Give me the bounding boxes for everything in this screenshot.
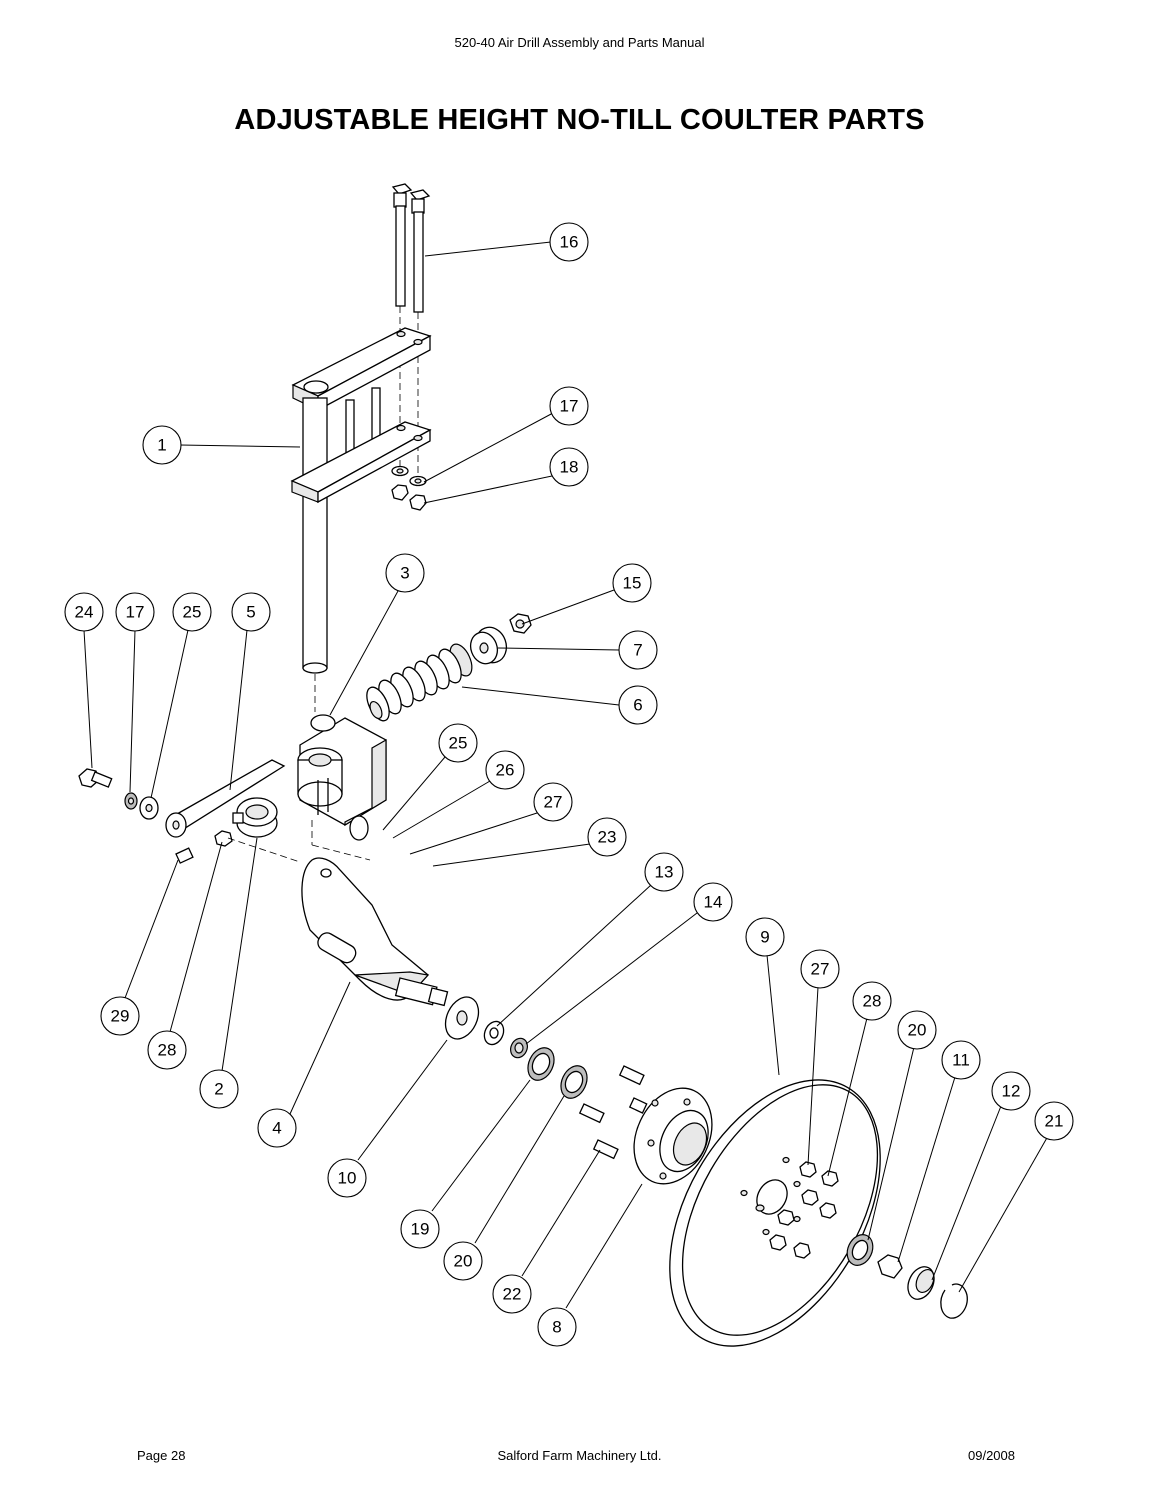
callout-17-top: 17: [549, 386, 589, 426]
callout-28-right: 28: [852, 981, 892, 1021]
left-pivot-hardware: [78, 759, 286, 838]
callout-15: 15: [612, 563, 652, 603]
callout-2-label: 2: [214, 1080, 223, 1099]
callout-2: 2: [199, 1069, 239, 1109]
callout-29-label: 29: [111, 1007, 130, 1026]
callout-8-label: 8: [552, 1318, 561, 1337]
part-8-hub-and-22-bolts: [578, 1065, 713, 1185]
callout-27-upper-label: 27: [544, 793, 563, 812]
callout-27-lower-label: 27: [811, 960, 830, 979]
part-7-spring-cap: [469, 626, 508, 665]
callout-7-label: 7: [633, 641, 642, 660]
callout-15-label: 15: [623, 574, 642, 593]
callout-1-label: 1: [157, 436, 166, 455]
callout-4: 4: [257, 1108, 297, 1148]
part-4-coulter-arm: [301, 857, 449, 1007]
callout-20-left-label: 20: [454, 1252, 473, 1271]
callout-23-label: 23: [598, 828, 617, 847]
footer-page-number: Page 28: [137, 1448, 186, 1463]
callout-9-label: 9: [760, 928, 769, 947]
callout-24-label: 24: [75, 603, 94, 622]
callout-17-left: 17: [115, 592, 155, 632]
callout-25-right-label: 25: [449, 734, 468, 753]
part-15-lock-nut: [509, 613, 532, 634]
manual-header: 520-40 Air Drill Assembly and Parts Manu…: [454, 35, 705, 50]
part-16-bolts: [391, 183, 431, 480]
callout-7: 7: [618, 630, 658, 670]
callout-20-right-label: 20: [908, 1021, 927, 1040]
leader-lines: [83, 241, 1049, 1309]
callout-6: 6: [618, 685, 658, 725]
callout-25-left: 25: [172, 592, 212, 632]
callout-10-label: 10: [338, 1169, 357, 1188]
part-6-coil-spring: [366, 643, 473, 722]
callout-18-label: 18: [560, 458, 579, 477]
callout-19: 19: [400, 1209, 440, 1249]
callout-13: 13: [644, 852, 684, 892]
callout-12: 12: [991, 1071, 1031, 1111]
callout-24: 24: [64, 592, 104, 632]
part-9-coulter-disc: [669, 1079, 881, 1347]
footer-company: Salford Farm Machinery Ltd.: [497, 1448, 662, 1463]
callout-29: 29: [100, 996, 140, 1036]
callout-1: 1: [142, 425, 182, 465]
callout-11: 11: [941, 1040, 981, 1080]
callout-13-label: 13: [655, 863, 674, 882]
parts-28-29-setscrew-nut: [175, 830, 301, 864]
callout-28-right-label: 28: [863, 992, 882, 1011]
callout-11-label: 11: [952, 1051, 970, 1070]
callout-26-label: 26: [496, 761, 515, 780]
callout-22: 22: [492, 1274, 532, 1314]
callout-25-left-label: 25: [183, 603, 202, 622]
callout-21-label: 21: [1045, 1112, 1064, 1131]
callout-27-upper: 27: [533, 782, 573, 822]
footer-date: 09/2008: [968, 1448, 1015, 1463]
parts-17-18-washers-nuts: [391, 465, 427, 511]
callout-28-left-label: 28: [158, 1041, 177, 1060]
callout-23: 23: [587, 817, 627, 857]
callout-26: 26: [485, 750, 525, 790]
callout-4-label: 4: [272, 1119, 281, 1138]
callout-21: 21: [1034, 1101, 1074, 1141]
page-title: ADJUSTABLE HEIGHT NO-TILL COULTER PARTS: [234, 104, 925, 136]
part-1-mount-bracket: [290, 327, 432, 712]
callout-5-label: 5: [246, 603, 255, 622]
callout-5: 5: [231, 592, 271, 632]
callout-3-label: 3: [400, 564, 409, 583]
callout-19-label: 19: [411, 1220, 430, 1239]
callout-17-left-label: 17: [126, 603, 145, 622]
parts-19-20-bearings: [527, 1047, 588, 1099]
callout-16-label: 16: [560, 233, 579, 252]
callout-3: 3: [385, 553, 425, 593]
callout-17-label: 17: [560, 397, 579, 416]
callout-16: 16: [549, 222, 589, 262]
callout-9: 9: [745, 917, 785, 957]
outer-hub-hardware: [846, 1234, 968, 1319]
parts-10-13-14-seals: [444, 996, 528, 1059]
callout-22-label: 22: [503, 1285, 522, 1304]
callout-18: 18: [549, 447, 589, 487]
callout-6-label: 6: [633, 696, 642, 715]
callout-25-right: 25: [438, 723, 478, 763]
part-3-pivot-clamp: [297, 714, 387, 861]
callout-8: 8: [537, 1307, 577, 1347]
callout-20-left: 20: [443, 1241, 483, 1281]
part-2-clamp-collar: [232, 797, 278, 838]
callout-10: 10: [327, 1158, 367, 1198]
callout-12-label: 12: [1002, 1082, 1021, 1101]
callout-14: 14: [693, 882, 733, 922]
callout-14-label: 14: [704, 893, 723, 912]
callout-27-lower: 27: [800, 949, 840, 989]
callout-28-left: 28: [147, 1030, 187, 1070]
callout-20-right: 20: [897, 1010, 937, 1050]
